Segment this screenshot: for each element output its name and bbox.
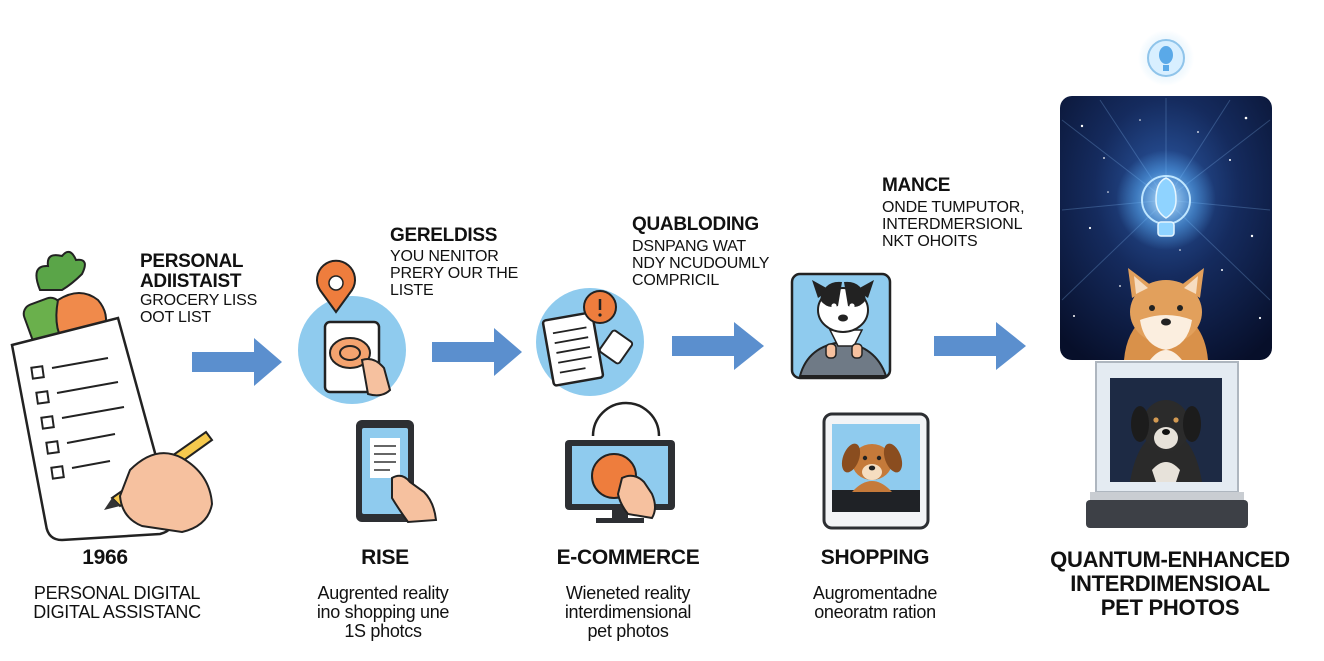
grocery-checklist-icon bbox=[10, 250, 214, 542]
stage-3-bottom-title: E-COMMERCE bbox=[556, 546, 700, 569]
tablet-touch-icon bbox=[298, 296, 406, 404]
tablet-reading-icon bbox=[356, 420, 438, 524]
stage-1-bottom-desc: PERSONAL DIGITAL DIGITAL ASSISTANC bbox=[33, 583, 201, 622]
stage-1-bottom-title: 1966 bbox=[82, 546, 128, 569]
location-pin-icon bbox=[316, 259, 356, 314]
stage-2-bottom-desc: Augrented reality ino shopping une 1S ph… bbox=[316, 583, 450, 641]
final-stage-title: QUANTUM-ENHANCED INTERDIMENSIOAL PET PHO… bbox=[1050, 547, 1290, 620]
stage-3-top-desc: DSNPANG WAT NDY NCUDOUMLY COMPRICIL bbox=[632, 238, 770, 289]
stage-2-bottom-title: RISE bbox=[361, 546, 409, 569]
stage-1-top-title: PERSONAL ADIISTAIST bbox=[140, 251, 244, 292]
stage-2-top-desc: YOU NENITOR PRERY OUR THE LISTE bbox=[390, 248, 519, 299]
stage-4-top-title: MANCE bbox=[882, 175, 951, 196]
quantum-portal-dog-icon bbox=[1060, 96, 1272, 360]
stage-2-top-title: GERELDISS bbox=[390, 225, 498, 246]
flow-arrow-4 bbox=[934, 322, 1026, 370]
monitor-touch-icon bbox=[565, 401, 675, 523]
stage-4-bottom-desc: Augromentadne oneoratm ration bbox=[812, 583, 938, 622]
stage-3-top-title: QUABLODING bbox=[632, 214, 759, 235]
flow-arrow-2 bbox=[432, 328, 522, 376]
dog-tablet-icon bbox=[822, 412, 930, 530]
stage-3-bottom-desc: Wieneted reality interdimensional pet ph… bbox=[564, 583, 692, 641]
flow-arrow-3 bbox=[672, 322, 764, 370]
pet-photo-frame-icon bbox=[1086, 361, 1248, 528]
stage-4-top-desc: ONDE TUMPUTOR, INTERDMERSIONL NKT OHOITS bbox=[882, 199, 1025, 250]
alert-pin-icon bbox=[583, 290, 617, 324]
dog-video-call-icon bbox=[790, 272, 892, 380]
flow-arrow-1 bbox=[192, 338, 282, 386]
clipboard-icon bbox=[536, 288, 644, 396]
quantum-bulb-icon bbox=[1138, 30, 1194, 86]
stage-1-top-desc: GROCERY LISS OOT LIST bbox=[140, 292, 258, 326]
stage-4-bottom-title: SHOPPING bbox=[820, 546, 930, 569]
